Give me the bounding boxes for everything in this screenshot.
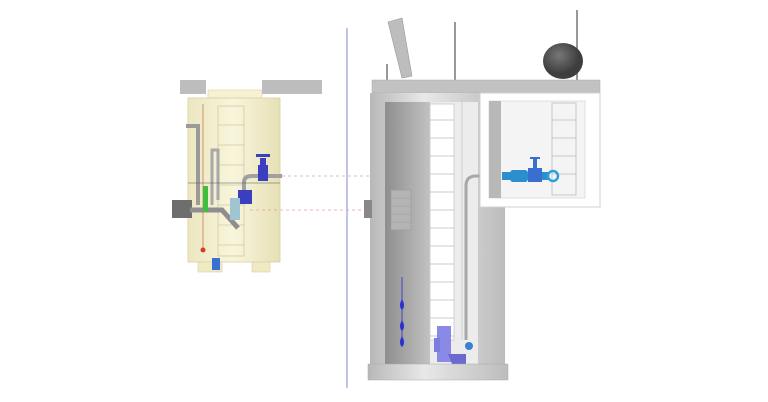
pump-body — [230, 198, 240, 220]
top-slab — [371, 79, 601, 94]
shaft-base — [367, 363, 509, 381]
vent-pipe-angled — [387, 17, 413, 79]
valve-chamber — [479, 92, 601, 208]
cover-slab-left — [180, 80, 206, 94]
discharge-pipe — [242, 174, 282, 190]
inlet-branch — [190, 207, 240, 230]
bottom-pump — [212, 258, 220, 270]
riser-pipe — [210, 148, 220, 205]
tank-foot-right — [251, 261, 271, 273]
submersible-pump-icon — [434, 326, 473, 364]
prefab-pump-tank — [172, 80, 322, 273]
check-valve-icon — [238, 190, 252, 204]
green-part — [203, 186, 208, 212]
float-switch-icon — [400, 299, 404, 347]
screen-basket — [390, 189, 412, 231]
gate-valve-icon — [256, 154, 270, 181]
chamber-wall-left — [489, 101, 501, 198]
vent-pipe — [186, 124, 200, 205]
chamber-ladder — [551, 102, 577, 196]
tank-foot-left — [197, 261, 223, 273]
rising-main-pipe — [464, 174, 482, 340]
shaft-ladder — [429, 103, 455, 341]
inlet-stub — [364, 200, 372, 218]
chamber-interior — [488, 100, 586, 199]
cover-slab-right — [262, 80, 322, 94]
red-marker — [200, 247, 206, 253]
inlet-pipe — [172, 200, 192, 218]
valve-assembly-icon — [502, 157, 560, 183]
antenna-sphere — [543, 43, 583, 79]
